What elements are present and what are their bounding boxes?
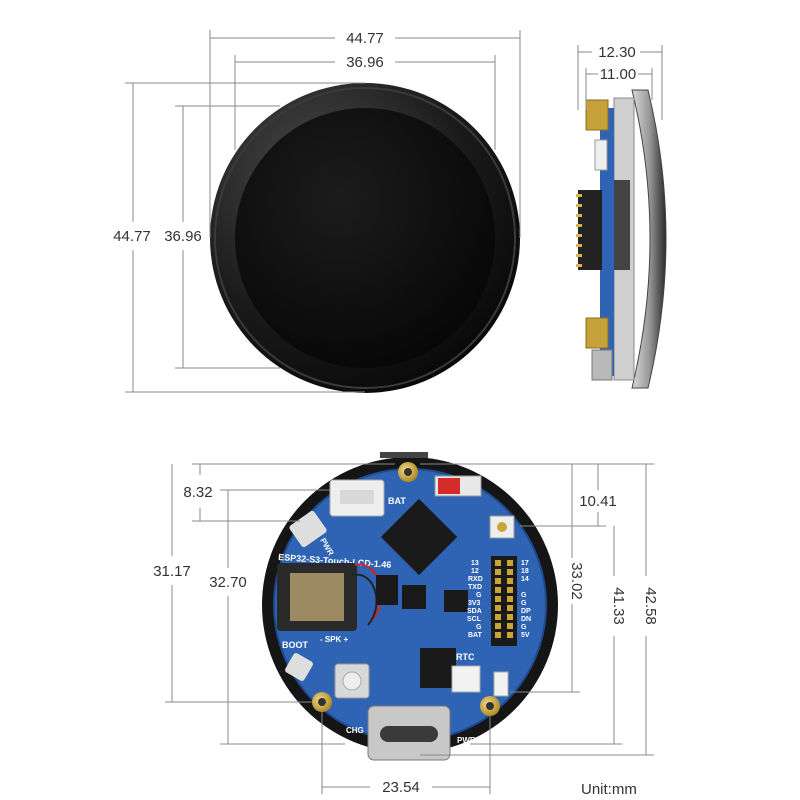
svg-text:G: G [521, 592, 527, 599]
dim-back-right-span-a: 33.02 [510, 464, 585, 693]
svg-text:DN: DN [521, 616, 531, 623]
label-front-outer-height: 44.77 [113, 228, 151, 245]
small-ic-2 [402, 585, 426, 609]
chg-label: CHG [346, 726, 364, 735]
dim-front-inner-width: 36.96 [234, 54, 496, 150]
mounting-holes [312, 462, 500, 716]
spk-label: - SPK + [320, 635, 349, 644]
dim-front-outer-width: 44.77 [209, 30, 521, 238]
label-back-right-top-offset: 10.41 [579, 493, 617, 510]
boot-label: BOOT [282, 640, 309, 650]
rtc-module [493, 671, 509, 697]
label-back-bottom-width: 23.54 [382, 779, 420, 796]
dim-front-inner-height: 36.96 [164, 105, 280, 369]
side-usb [591, 349, 613, 381]
dim-back-right-top-offset: 10.41 [520, 464, 617, 527]
svg-text:SCL: SCL [467, 616, 482, 623]
label-back-right-span-b: 41.33 [610, 587, 627, 625]
side-header [578, 190, 602, 270]
svg-text:3V3: 3V3 [468, 600, 481, 607]
dim-side-body-depth: 11.00 [585, 66, 653, 110]
dim-back-right-span-c: 42.58 [420, 463, 659, 756]
svg-text:G: G [476, 624, 482, 631]
label-front-inner-width: 36.96 [346, 54, 384, 71]
side-connector-bottom [585, 317, 609, 349]
rtc-battery [451, 665, 481, 693]
svg-text:14: 14 [521, 576, 529, 583]
svg-text:18: 18 [521, 568, 529, 575]
label-back-top-offset: 8.32 [183, 484, 212, 501]
side-glass [631, 89, 667, 389]
svg-text:RXD: RXD [468, 576, 483, 583]
side-pcb [600, 108, 614, 376]
label-back-left-span-b: 32.70 [209, 574, 247, 591]
svg-text:SDA: SDA [467, 608, 482, 615]
dim-back-left-span-a: 31.17 [153, 464, 312, 703]
svg-text:5V: 5V [521, 632, 530, 639]
small-ic-3 [420, 648, 456, 688]
label-side-body-depth: 11.00 [600, 66, 636, 83]
pin-labels-right: 17 18 14 G G DP DN G 5V [521, 560, 531, 639]
label-back-right-span-c: 42.58 [642, 587, 659, 625]
dim-front-outer-height: 44.77 [113, 82, 365, 393]
svg-text:DP: DP [521, 608, 531, 615]
label-back-right-span-a: 33.02 [568, 562, 585, 600]
side-connector-top [585, 99, 609, 131]
dim-back-top-offset: 8.32 [183, 463, 395, 522]
label-front-outer-width: 44.77 [346, 30, 384, 47]
pin-header [491, 556, 517, 646]
svg-text:12: 12 [471, 568, 479, 575]
boot-button [285, 653, 313, 681]
svg-text:G: G [521, 624, 527, 631]
back-flex-connector [380, 452, 428, 458]
small-ic-1 [376, 575, 398, 605]
side-sd-slot [614, 180, 630, 270]
side-header-pins [576, 194, 582, 267]
front-screen [235, 108, 495, 368]
side-white-connector [594, 139, 608, 171]
bat-label: BAT [388, 496, 406, 506]
front-view: 44.77 36.96 44.77 36.96 [113, 30, 521, 393]
dim-back-right-span-b: 41.33 [470, 526, 627, 745]
svg-text:17: 17 [521, 560, 529, 567]
svg-text:TXD: TXD [468, 584, 482, 591]
svg-text:G: G [521, 600, 527, 607]
label-back-left-span-a: 31.17 [153, 563, 191, 580]
pin-labels-left: 13 12 RXD TXD G 3V3 SDA SCL G BAT [467, 560, 483, 639]
pwr-bottom-label: PWR [457, 736, 476, 745]
rtc-label: RTC [456, 652, 475, 662]
side-view: 12.30 11.00 [576, 44, 667, 389]
pwr-button [289, 510, 327, 548]
back-view: BAT PWR ESP32-S3-Touch-LCD-1.46 BOOT - S… [153, 452, 659, 796]
dim-side-total-depth: 12.30 [577, 44, 663, 120]
dim-back-bottom-width: 23.54 [321, 712, 491, 796]
dim-back-left-span-b: 32.70 [209, 489, 345, 745]
small-ic-4 [444, 590, 468, 612]
front-bezel-rim [214, 87, 516, 389]
svg-text:G: G [476, 592, 482, 599]
unit-label: Unit:mm [581, 781, 637, 798]
label-front-inner-height: 36.96 [164, 228, 202, 245]
esp32-chip [380, 498, 458, 576]
svg-text:BAT: BAT [468, 632, 483, 639]
svg-text:13: 13 [471, 560, 479, 567]
label-side-total-depth: 12.30 [598, 44, 636, 61]
